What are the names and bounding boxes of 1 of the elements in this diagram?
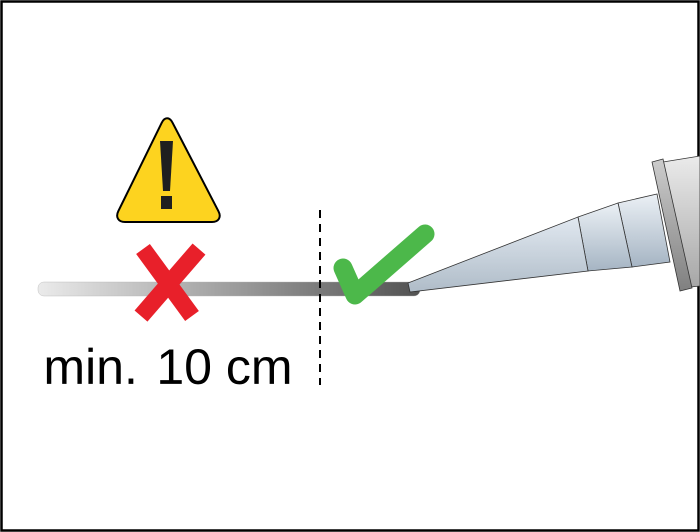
dimension-label: min. 10 cm (46, 348, 290, 384)
